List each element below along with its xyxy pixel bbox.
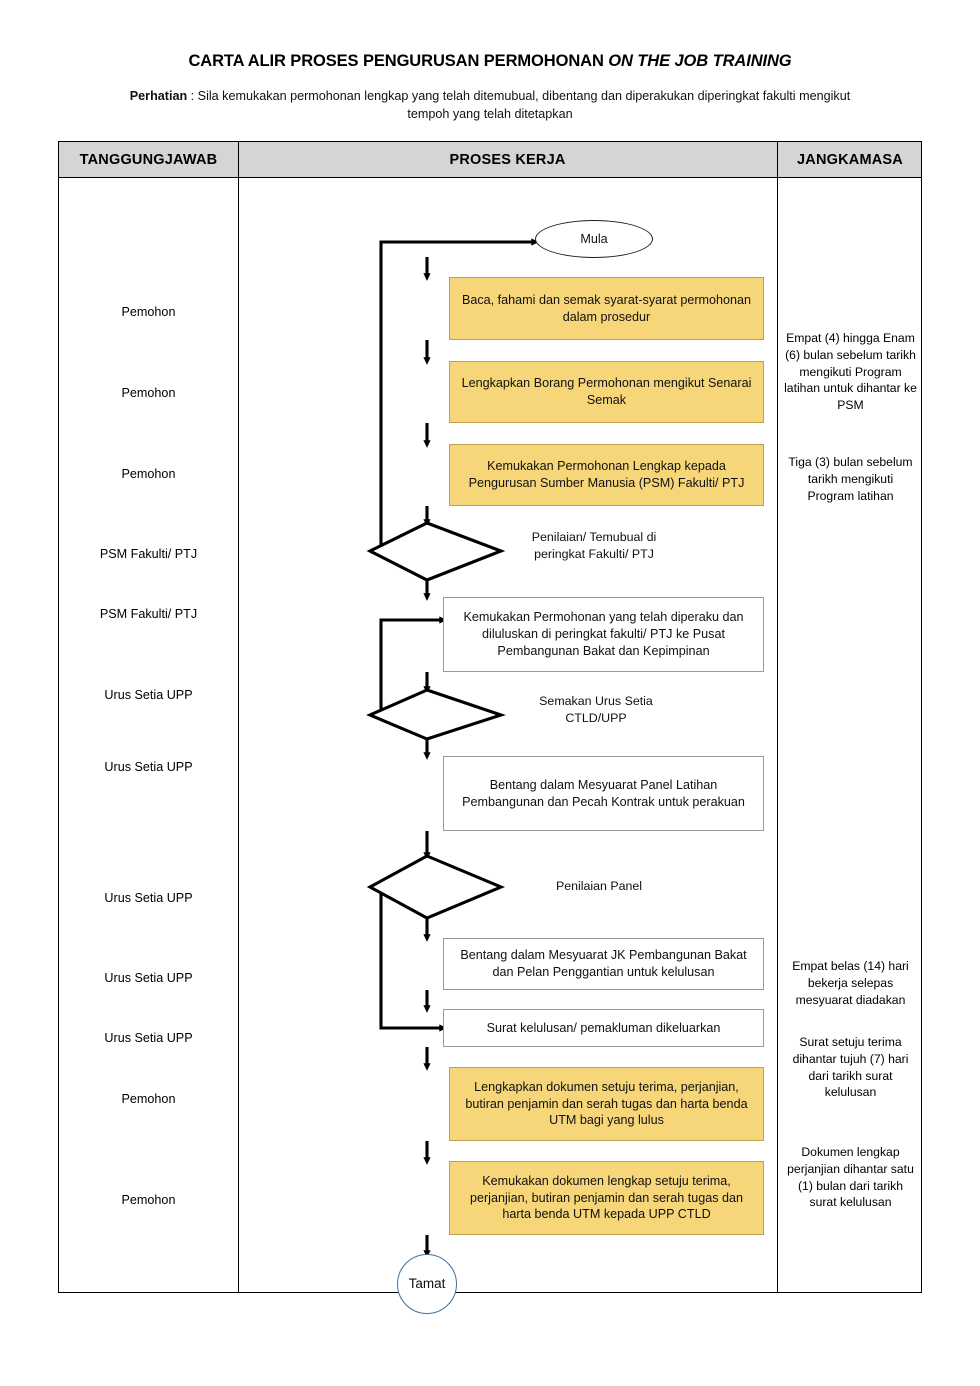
flow-end-terminator: Tamat <box>397 1254 457 1314</box>
flow-node-surat-kelulusan: Surat kelulusan/ pemakluman dikeluarkan <box>443 1009 764 1047</box>
title-block: CARTA ALIR PROSES PENGURUSAN PERMOHONAN … <box>60 52 920 124</box>
flow-node-bentang-jk-pembangunan: Bentang dalam Mesyuarat JK Pembangunan B… <box>443 938 764 990</box>
duration-item-5: Dokumen lengkap perjanjian dihantar satu… <box>787 1145 914 1210</box>
responsibility-item-6: Urus Setia UPP <box>104 688 193 702</box>
flow-connectors <box>366 238 539 1258</box>
responsibility-item-11: Pemohon <box>121 1092 176 1106</box>
duration-item-1: Empat (4) hingga Enam (6) bulan sebelum … <box>784 331 917 413</box>
header-tanggungjawab: TANGGUNGJAWAB <box>79 152 218 168</box>
flow-node-kemukakan-diperaku: Kemukakan Permohonan yang telah diperaku… <box>443 597 764 672</box>
column-divider-right <box>777 142 779 1292</box>
responsibility-column: Pemohon Pemohon Pemohon PSM Fakulti/ PTJ… <box>59 178 238 1292</box>
duration-item-3: Empat belas (14) hari bekerja selepas me… <box>792 959 909 1007</box>
flowchart-table: TANGGUNGJAWAB PROSES KERJA JANGKAMASA Pe… <box>58 141 923 1314</box>
decision-label-semakan-urus-setia: Semakan Urus Setia CTLD/UPP <box>539 694 653 725</box>
duration-column: Empat (4) hingga Enam (6) bulan sebelum … <box>778 178 923 1292</box>
table-header-row: TANGGUNGJAWAB PROSES KERJA JANGKAMASA <box>59 142 921 178</box>
responsibility-item-3: Pemohon <box>121 467 176 481</box>
responsibility-item-5: PSM Fakulti/ PTJ <box>99 607 198 621</box>
column-divider-left <box>238 142 240 1292</box>
note-label: Perhatian <box>129 89 188 103</box>
decision-label-penilaian-temubual: Penilaian/ Temubual di peringkat Fakulti… <box>531 530 657 561</box>
page-title-italic: ON THE JOB TRAINING <box>608 52 792 70</box>
flow-node-kemukakan-dokumen: Kemukakan dokumen lengkap setuju terima,… <box>449 1161 764 1235</box>
flow-node-baca-fahami: Baca, fahami dan semak syarat-syarat per… <box>449 277 764 340</box>
flow-node-lengkapkan-dokumen: Lengkapkan dokumen setuju terima, perjan… <box>449 1067 764 1141</box>
responsibility-item-4: PSM Fakulti/ PTJ <box>99 547 198 561</box>
header-proses-kerja: PROSES KERJA <box>449 152 566 168</box>
responsibility-item-8: Urus Setia UPP <box>104 891 193 905</box>
flow-node-lengkapkan-borang: Lengkapkan Borang Permohonan mengikut Se… <box>449 361 764 423</box>
responsibility-item-7: Urus Setia UPP <box>104 760 193 774</box>
flow-canvas: Mula Baca, fahami dan semak syarat-syara… <box>239 178 777 1314</box>
page-title-main: CARTA ALIR PROSES PENGURUSAN PERMOHONAN <box>188 52 609 70</box>
responsibility-item-1: Pemohon <box>121 305 176 319</box>
note-text: : Sila kemukakan permohonan lengkap yang… <box>187 89 851 122</box>
flow-start-terminator: Mula <box>535 220 653 258</box>
responsibility-item-9: Urus Setia UPP <box>104 971 193 985</box>
duration-item-2: Tiga (3) bulan sebelum tarikh mengikuti … <box>788 455 913 503</box>
header-jangkamasa: JANGKAMASA <box>797 152 903 168</box>
note-line: Perhatian : Sila kemukakan permohonan le… <box>110 87 870 124</box>
responsibility-item-12: Pemohon <box>121 1193 176 1207</box>
flow-node-kemukakan-permohonan-psm: Kemukakan Permohonan Lengkap kepada Peng… <box>449 444 764 506</box>
responsibility-item-10: Urus Setia UPP <box>104 1031 193 1045</box>
duration-item-4: Surat setuju terima dihantar tujuh (7) h… <box>792 1035 909 1100</box>
page-title: CARTA ALIR PROSES PENGURUSAN PERMOHONAN … <box>60 52 920 71</box>
flow-node-bentang-panel-latihan: Bentang dalam Mesyuarat Panel Latihan Pe… <box>443 756 764 831</box>
process-column: Mula Baca, fahami dan semak syarat-syara… <box>239 178 777 1314</box>
responsibility-item-2: Pemohon <box>121 386 176 400</box>
decision-label-penilaian-panel: Penilaian Panel <box>555 879 643 893</box>
